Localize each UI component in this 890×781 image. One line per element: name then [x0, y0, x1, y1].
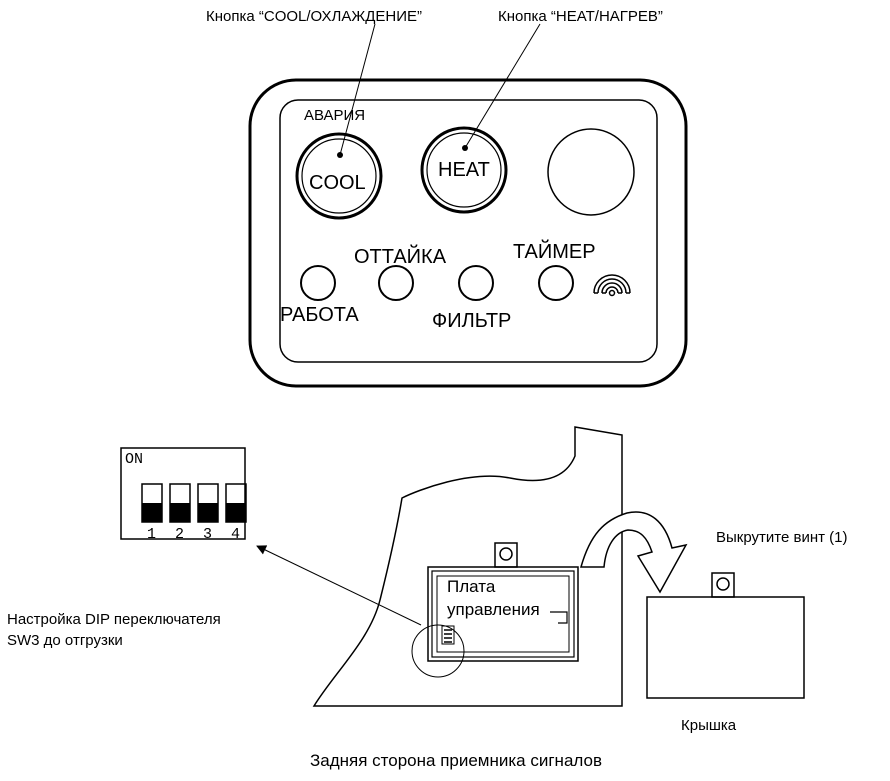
dip-number-4: 4 — [231, 526, 241, 543]
board-screw — [499, 547, 513, 561]
dip-switch-toggles — [141, 483, 247, 523]
cool-button-label[interactable]: COOL — [309, 172, 366, 194]
dip-switch-body — [120, 447, 246, 540]
dip-callout-arrow — [256, 545, 422, 626]
dip-on-label: ON — [125, 451, 144, 468]
timer-lamp — [538, 265, 574, 301]
heat-button-callout: Кнопка “HEAT/НАГРЕВ” — [498, 8, 663, 25]
heat-callout-line — [464, 23, 541, 149]
run-lamp — [300, 265, 336, 301]
cool-button-outer — [295, 132, 383, 220]
receiver-back-housing — [312, 426, 623, 707]
dip-number-2: 2 — [175, 526, 185, 543]
heat-callout-dot — [462, 145, 468, 151]
dip-number-3: 3 — [203, 526, 213, 543]
filter-indicator-label: ФИЛЬТР — [432, 310, 512, 332]
alarm-label: АВАРИЯ — [304, 107, 366, 124]
filter-lamp — [458, 265, 494, 301]
cover-screw — [716, 577, 730, 591]
board-connector — [550, 611, 568, 624]
unscrew-label: Выкрутите винт (1) — [716, 529, 848, 546]
board-dip-switch — [441, 625, 455, 645]
cover-box — [646, 596, 805, 699]
receiver-window — [547, 128, 635, 216]
board-middle — [431, 570, 575, 658]
magnifier-circle — [411, 624, 465, 678]
dip-callout-line2: SW3 до отгрузки — [7, 632, 123, 649]
dip-callout-line1: Настройка DIP переключателя — [7, 611, 221, 628]
board-label-line1: Плата — [447, 577, 496, 596]
board-label-line2: управления — [447, 600, 540, 619]
heat-button-inner — [426, 132, 502, 208]
panel-outer-frame — [248, 78, 688, 388]
rear-side-caption: Задняя сторона приемника сигналов — [310, 751, 602, 770]
dip-number-1: 1 — [147, 526, 157, 543]
defrost-indicator-label: ОТТАЙКА — [354, 246, 447, 268]
cover-label: Крышка — [681, 717, 737, 734]
defrost-lamp — [378, 265, 414, 301]
panel-inner-frame — [279, 99, 658, 363]
heat-button-label[interactable]: HEAT — [438, 159, 490, 181]
timer-indicator-label: ТАЙМЕР — [513, 241, 596, 263]
heat-button-outer — [420, 126, 508, 214]
board-screw-tab — [494, 542, 518, 568]
signal-receiver-icon — [593, 274, 631, 297]
unscrew-curved-arrow — [580, 511, 688, 594]
cool-callout-dot — [337, 152, 343, 158]
cool-button-callout: Кнопка “COOL/ОХЛАЖДЕНИЕ” — [206, 8, 423, 25]
cool-button-inner — [301, 138, 377, 214]
run-indicator-label: РАБОТА — [280, 304, 359, 326]
board-inner — [436, 575, 570, 653]
cover-screw-tab — [711, 572, 735, 598]
